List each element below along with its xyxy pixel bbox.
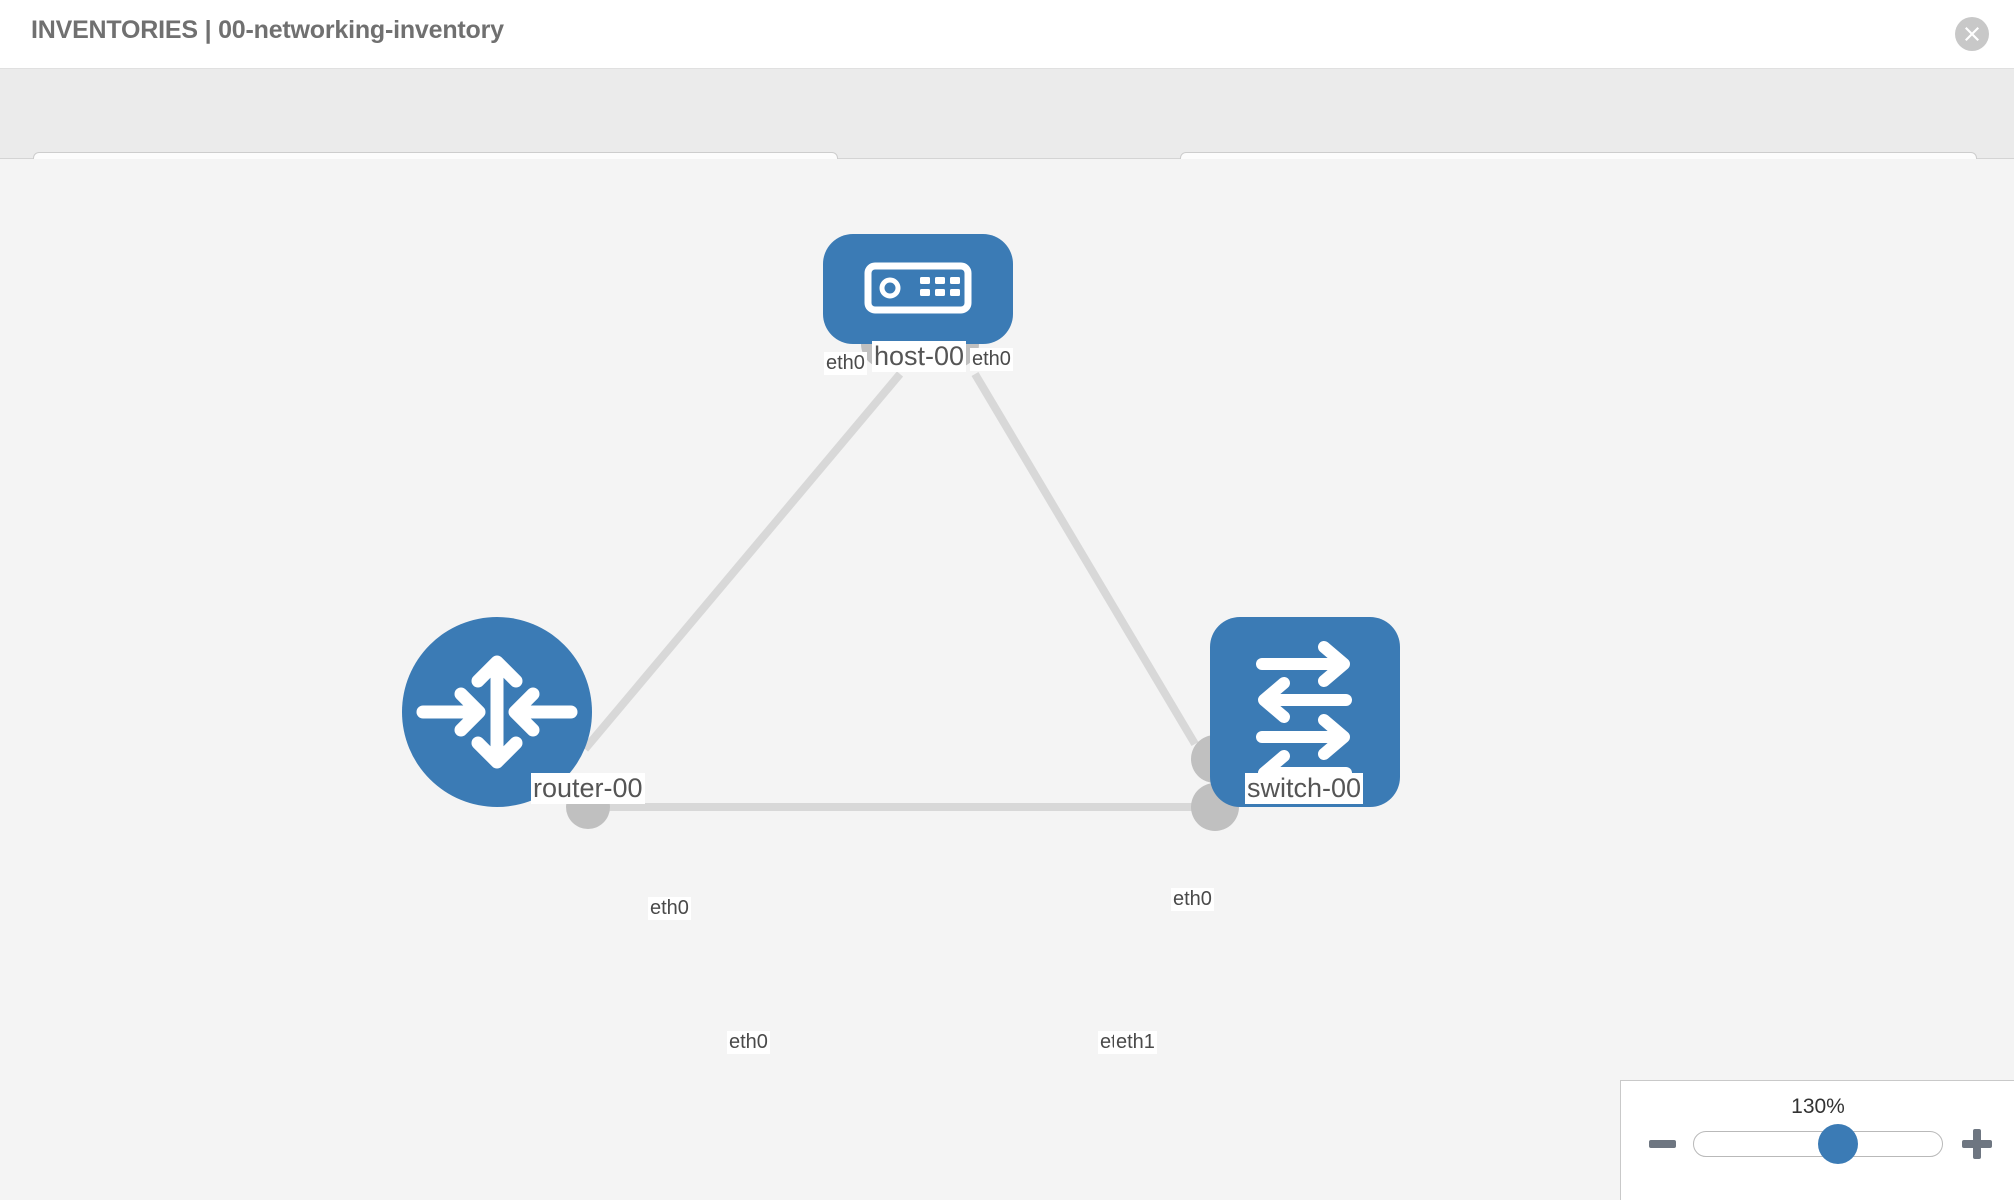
plus-icon[interactable]: [1961, 1127, 1995, 1161]
link-host-router: [581, 371, 904, 752]
iface-label-switch-up: eth0: [1171, 888, 1214, 911]
toolbar: ACTIONS SEARCH: [0, 69, 2014, 204]
node-router-00: [402, 617, 592, 807]
node-host-00-shape: [823, 234, 1013, 344]
topology-links: [580, 371, 1205, 811]
minus-icon[interactable]: [1647, 1127, 1681, 1161]
server-icon: [864, 262, 972, 314]
node-host-00: [823, 234, 1013, 344]
node-label-host-00: host-00: [872, 341, 967, 372]
iface-label-router-right: eth0: [727, 1031, 770, 1054]
zoom-slider-thumb[interactable]: [1818, 1124, 1858, 1164]
iface-label-switch-left: eth1: [1114, 1031, 1157, 1054]
router-arrows-icon: [416, 655, 578, 769]
node-label-router-00: router-00: [531, 773, 645, 804]
page-title: INVENTORIES | 00-networking-inventory: [31, 16, 504, 44]
node-host-00-hit[interactable]: [823, 234, 1013, 344]
close-icon[interactable]: [1955, 17, 1989, 51]
topology-graph: [402, 234, 1400, 831]
link-host-switch: [971, 371, 1199, 747]
iface-label-host-right: eth0: [970, 348, 1013, 371]
zoom-control-panel: 130%: [1620, 1080, 2014, 1200]
topology-canvas[interactable]: host-00 router-00 switch-00 eth0 eth0 et…: [0, 159, 2014, 1200]
page-header: INVENTORIES | 00-networking-inventory: [0, 0, 2014, 69]
iface-label-router-up: eth0: [648, 897, 691, 920]
node-label-switch-00: switch-00: [1245, 773, 1364, 804]
zoom-level-label: 130%: [1791, 1095, 1845, 1118]
iface-label-host-left: eth0: [824, 352, 867, 375]
topology-connectors: [566, 320, 1239, 831]
